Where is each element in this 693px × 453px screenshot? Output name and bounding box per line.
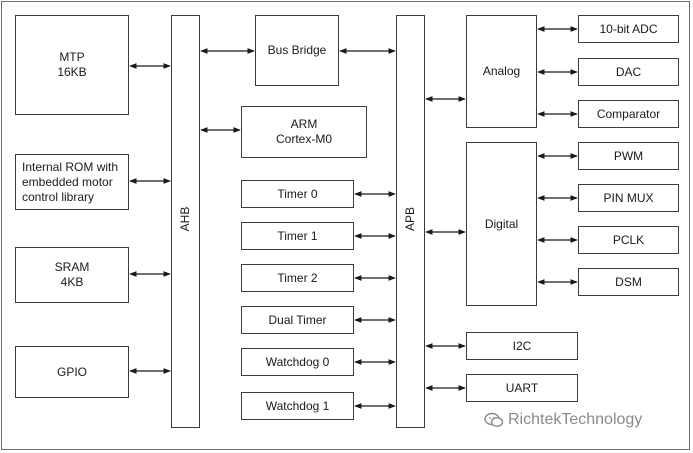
adc-label: 10-bit ADC bbox=[599, 21, 658, 36]
watchdog1-block: Watchdog 1 bbox=[241, 392, 354, 420]
sram-label: SRAM 4KB bbox=[54, 260, 90, 289]
timer1-block: Timer 1 bbox=[241, 222, 354, 250]
digital-label: Digital bbox=[484, 216, 519, 231]
timer2-label: Timer 2 bbox=[277, 270, 318, 285]
bus-bridge-block: Bus Bridge bbox=[255, 15, 339, 86]
pin-mux-block: PIN MUX bbox=[578, 184, 679, 212]
adc-block: 10-bit ADC bbox=[578, 15, 679, 43]
gpio-block: GPIO bbox=[15, 346, 129, 398]
pwm-label: PWM bbox=[613, 148, 644, 163]
comparator-block: Comparator bbox=[578, 100, 679, 128]
watchdog0-block: Watchdog 0 bbox=[241, 348, 354, 376]
i2c-label: I2C bbox=[512, 338, 532, 353]
dual-timer-block: Dual Timer bbox=[241, 306, 354, 334]
internal-rom-label: Internal ROM with embedded motor control… bbox=[22, 159, 119, 204]
pclk-label: PCLK bbox=[612, 232, 645, 247]
pin-mux-label: PIN MUX bbox=[603, 190, 654, 205]
timer2-block: Timer 2 bbox=[241, 264, 354, 292]
dual-timer-label: Dual Timer bbox=[268, 312, 327, 327]
uart-block: UART bbox=[466, 374, 578, 402]
analog-label: Analog bbox=[482, 64, 521, 78]
comparator-label: Comparator bbox=[596, 106, 661, 121]
internal-rom-block: Internal ROM with embedded motor control… bbox=[15, 154, 129, 210]
dac-label: DAC bbox=[615, 64, 642, 79]
arm-cortex-m0-block: ARM Cortex-M0 bbox=[241, 106, 367, 158]
dsm-block: DSM bbox=[578, 268, 679, 296]
bus-bridge-label: Bus Bridge bbox=[267, 43, 327, 57]
wechat-icon bbox=[484, 412, 504, 428]
dac-block: DAC bbox=[578, 58, 679, 86]
mtp-block: MTP 16KB bbox=[15, 15, 129, 115]
gpio-label: GPIO bbox=[56, 364, 87, 379]
i2c-block: I2C bbox=[466, 332, 578, 360]
ahb-bus bbox=[171, 15, 200, 428]
watchdog1-label: Watchdog 1 bbox=[265, 398, 330, 413]
analog-block: Analog bbox=[466, 15, 537, 128]
uart-label: UART bbox=[505, 380, 539, 395]
watchdog0-label: Watchdog 0 bbox=[265, 354, 330, 369]
timer0-block: Timer 0 bbox=[241, 180, 354, 208]
sram-block: SRAM 4KB bbox=[15, 247, 129, 303]
pwm-block: PWM bbox=[578, 142, 679, 170]
digital-block: Digital bbox=[466, 142, 537, 306]
timer1-label: Timer 1 bbox=[277, 228, 318, 243]
watermark: RichtekTechnology bbox=[484, 410, 642, 430]
pclk-block: PCLK bbox=[578, 226, 679, 254]
arm-label: ARM Cortex-M0 bbox=[275, 117, 332, 146]
apb-bus bbox=[396, 15, 425, 428]
watermark-text: RichtekTechnology bbox=[508, 411, 643, 428]
mtp-label: MTP 16KB bbox=[57, 50, 87, 79]
dsm-label: DSM bbox=[615, 274, 642, 289]
timer0-label: Timer 0 bbox=[277, 186, 318, 201]
